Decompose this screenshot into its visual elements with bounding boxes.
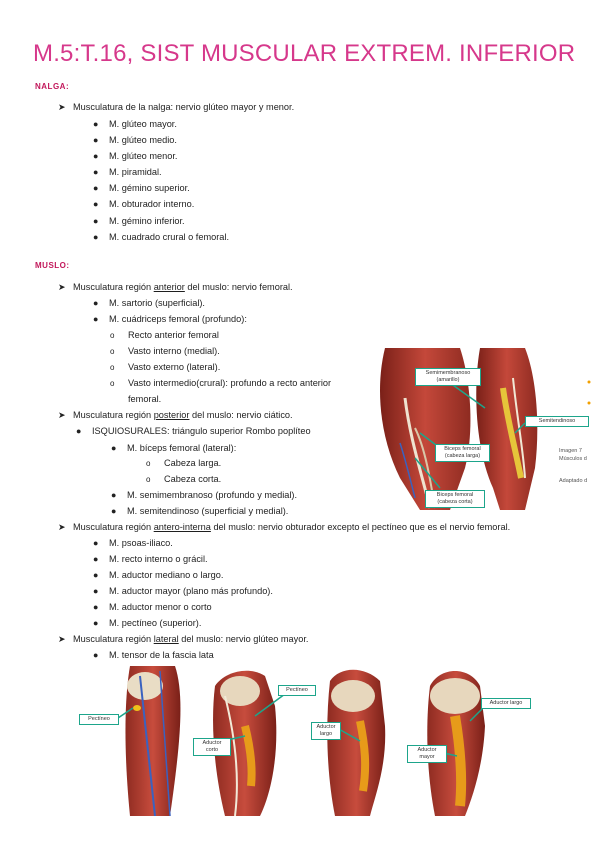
posterior-thigh-figure: Semimembranoso (amarillo) Semitendinoso … (375, 348, 599, 510)
list-item: Vasto intermedio(crural): profundo a rec… (128, 378, 332, 388)
bullet-icon: ● (111, 490, 117, 500)
list-item: Recto anterior femoral (128, 330, 219, 340)
bullet-icon: ● (93, 167, 99, 177)
bullet-icon: ● (93, 135, 99, 145)
bullet-icon: ● (93, 119, 99, 129)
list-item: M. psoas-iliaco. (109, 538, 173, 548)
bullet-icon: ● (93, 650, 99, 660)
bullet-icon: ● (93, 216, 99, 226)
list-item: M. semimembranoso (profundo y medial). (127, 490, 298, 500)
list-item: M. bíceps femoral (lateral): (127, 443, 237, 453)
arrow-bullet-icon: ➤ (58, 634, 66, 644)
muscle-illustration (380, 348, 591, 510)
list-item: M. piramidal. (109, 167, 162, 177)
arrow-bullet-icon: ➤ (58, 102, 66, 112)
bullet-icon: ● (93, 538, 99, 548)
bullet-icon: ● (93, 554, 99, 564)
anterointernal-thigh-figures: Pectíneo Pectíneo Aductor corto Aductor … (75, 666, 545, 817)
list-item-continuation: femoral. (128, 394, 162, 404)
list-item: M. recto interno o grácil. (109, 554, 208, 564)
list-item: M. aductor mayor (plano más profundo). (109, 586, 273, 596)
list-item: M. glúteo menor. (109, 151, 178, 161)
list-item: M. glúteo mayor. (109, 119, 177, 129)
figure-label-aductor-corto: Aductor corto (193, 738, 231, 756)
list-item: M. glúteo medio. (109, 135, 177, 145)
list-item: M. aductor mediano o largo. (109, 570, 224, 580)
list-item: ISQUIOSURALES: triángulo superior Rombo … (92, 426, 311, 436)
bullet-icon: ● (93, 570, 99, 580)
anterointerna-intro: Musculatura región antero-interna del mu… (73, 522, 511, 532)
bullet-icon: ● (93, 183, 99, 193)
figure-label-pectineo: Pectíneo (79, 714, 119, 725)
bullet-icon: ● (93, 602, 99, 612)
arrow-bullet-icon: ➤ (58, 410, 66, 420)
list-item: Vasto interno (medial). (128, 346, 220, 356)
circle-bullet-icon: o (110, 331, 115, 340)
figure-caption: Adaptado d (559, 478, 588, 484)
arrow-bullet-icon: ➤ (58, 522, 66, 532)
circle-bullet-icon: o (110, 363, 115, 372)
list-item: M. cuadrado crural o femoral. (109, 232, 229, 242)
bullet-icon: ● (93, 618, 99, 628)
list-item: M. sartorio (superficial). (109, 298, 205, 308)
figure-label-semitendinoso: Semitendinoso (525, 416, 589, 427)
list-item: Cabeza larga. (164, 458, 222, 468)
list-item: M. aductor menor o corto (109, 602, 212, 612)
bullet-icon: ● (76, 426, 82, 436)
figure-label-aductor-largo: Aductor largo (481, 698, 531, 709)
bullet-icon: ● (93, 151, 99, 161)
figure-label-semimembranoso: Semimembranoso (amarillo) (415, 368, 481, 386)
list-item: M. cuádriceps femoral (profundo): (109, 314, 247, 324)
circle-bullet-icon: o (110, 379, 115, 388)
list-item: M. pectíneo (superior). (109, 618, 202, 628)
figure-caption: Músculos d (559, 456, 587, 462)
bullet-icon: ● (111, 443, 117, 453)
figure-label-aductor-mayor: Aductor mayor (407, 745, 447, 763)
bullet-icon: ● (93, 314, 99, 324)
list-item: M. obturador interno. (109, 199, 195, 209)
bullet-icon: ● (93, 298, 99, 308)
circle-bullet-icon: o (146, 475, 151, 484)
section-heading-muslo: MUSLO: (35, 261, 70, 270)
posterior-intro: Musculatura región posterior del muslo: … (73, 410, 293, 420)
muscle-illustration (111, 666, 486, 817)
list-item: M. tensor de la fascia lata (109, 650, 214, 660)
list-item: M. gémino superior. (109, 183, 190, 193)
list-item: Cabeza corta. (164, 474, 222, 484)
bullet-icon: ● (93, 199, 99, 209)
figure-label-biceps-larga: Biceps femoral (cabeza larga) (435, 444, 490, 462)
circle-bullet-icon: o (110, 347, 115, 356)
anterior-intro: Musculatura región anterior del muslo: n… (73, 282, 293, 292)
list-item: M. gémino inferior. (109, 216, 185, 226)
nalga-intro: Musculatura de la nalga: nervio glúteo m… (73, 102, 295, 112)
figure-label-aductor-largo: Aductor largo (311, 722, 341, 740)
page-title: M.5:T.16, SIST MUSCULAR EXTREM. INFERIOR (33, 40, 576, 67)
arrow-bullet-icon: ➤ (58, 282, 66, 292)
bullet-icon: ● (111, 506, 117, 516)
bullet-icon: ● (93, 586, 99, 596)
circle-bullet-icon: o (146, 459, 151, 468)
bullet-icon: ● (93, 232, 99, 242)
figure-label-pectineo: Pectíneo (278, 685, 316, 696)
figure-caption: Imagen 7 (559, 448, 582, 454)
figure-label-biceps-corta: Biceps femoral (cabeza corta) (425, 490, 485, 508)
list-item: Vasto externo (lateral). (128, 362, 221, 372)
lateral-intro: Musculatura región lateral del muslo: ne… (73, 634, 309, 644)
list-item: M. semitendinoso (superficial y medial). (127, 506, 289, 516)
section-heading-nalga: NALGA: (35, 82, 70, 91)
